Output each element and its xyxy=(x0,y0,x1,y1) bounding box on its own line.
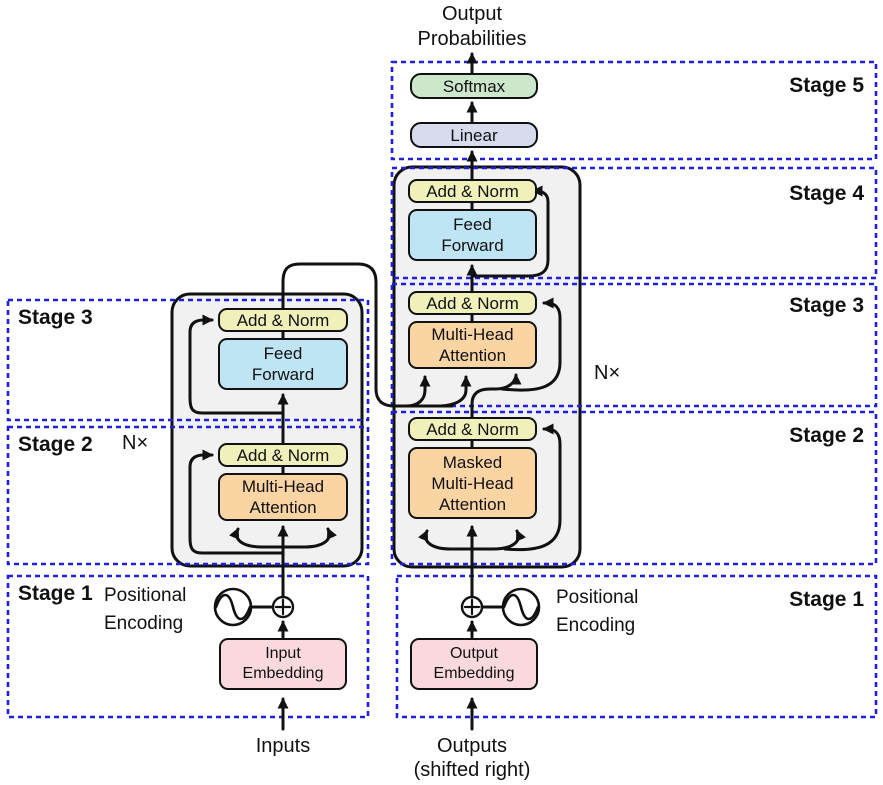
decoder-add-norm-stage2: Add & Norm xyxy=(408,417,537,441)
plus-glyph-left xyxy=(274,598,292,616)
outputs-shifted-right-label: (shifted right) xyxy=(413,759,531,781)
decoder-query-to-mha xyxy=(470,373,522,419)
stage-label-left-1: Stage 1 xyxy=(18,582,93,605)
encoder-residual-stage3 xyxy=(188,314,285,415)
decoder-residual-stage3 xyxy=(500,297,562,392)
stage-label-left-3: Stage 3 xyxy=(18,306,93,329)
stage-label-right-5: Stage 5 xyxy=(789,74,864,97)
stage-box-right-5 xyxy=(390,60,878,161)
plus-glyph-right xyxy=(463,598,481,616)
sine-wave-left xyxy=(214,593,252,621)
decoder-masked-multi-head-attention: Masked Multi-Head Attention xyxy=(408,447,537,519)
output-probabilities-label: Output Probabilities xyxy=(417,3,527,50)
stage-label-right-3: Stage 3 xyxy=(789,294,864,317)
inputs-label: Inputs xyxy=(255,735,311,757)
decoder-mmha-split-left xyxy=(418,529,474,551)
sine-wave-right xyxy=(502,593,540,621)
decoder-residual-stage2 xyxy=(503,423,562,552)
stage-box-right-2 xyxy=(390,410,878,566)
output-embedding-block: Output Embedding xyxy=(410,638,538,690)
n-times-label-left: N× xyxy=(122,432,149,454)
cross-branch-arrow-1 xyxy=(404,375,431,408)
stage-box-right-3 xyxy=(390,282,878,408)
stage-box-right-1 xyxy=(395,574,878,719)
softmax-block: Softmax xyxy=(410,73,538,99)
decoder-add-norm-stage3: Add & Norm xyxy=(408,291,537,315)
stage-label-right-4: Stage 4 xyxy=(789,182,864,205)
stage-box-left-3 xyxy=(6,298,370,422)
stage-label-right-1: Stage 1 xyxy=(789,588,864,611)
stage-label-right-2: Stage 2 xyxy=(789,424,864,447)
linear-block: Linear xyxy=(410,122,538,148)
encoder-add-norm-stage2: Add & Norm xyxy=(218,443,348,467)
n-times-label-right: N× xyxy=(594,362,621,384)
encoder-feed-forward: Feed Forward xyxy=(218,338,348,390)
encoder-multi-head-attention: Multi-Head Attention xyxy=(218,473,348,521)
decoder-residual-stage4 xyxy=(470,185,550,278)
stage-label-left-2: Stage 2 xyxy=(18,433,93,456)
positional-encoding-label-right: Positional Encoding xyxy=(556,587,639,636)
encoder-add-norm-stage3: Add & Norm xyxy=(218,308,348,332)
encoder-residual-stage2 xyxy=(188,449,285,555)
encoder-frame xyxy=(170,292,364,568)
encoder-to-decoder-line xyxy=(281,262,454,408)
encoder-mha-split-left xyxy=(229,527,285,549)
decoder-add-norm-stage4: Add & Norm xyxy=(408,179,537,203)
decoder-feed-forward: Feed Forward xyxy=(408,209,537,261)
cross-branch-arrow-2 xyxy=(435,375,472,408)
decoder-multi-head-attention: Multi-Head Attention xyxy=(408,321,537,369)
stage-box-left-2 xyxy=(6,425,370,566)
stage-box-left-1 xyxy=(6,574,370,719)
decoder-mmha-split-right xyxy=(470,529,526,551)
input-embedding-block: Input Embedding xyxy=(219,638,347,690)
positional-encoding-label-left: Positional Encoding xyxy=(104,585,187,634)
encoder-mha-split-right xyxy=(281,527,337,549)
outputs-label: Outputs xyxy=(436,735,508,757)
